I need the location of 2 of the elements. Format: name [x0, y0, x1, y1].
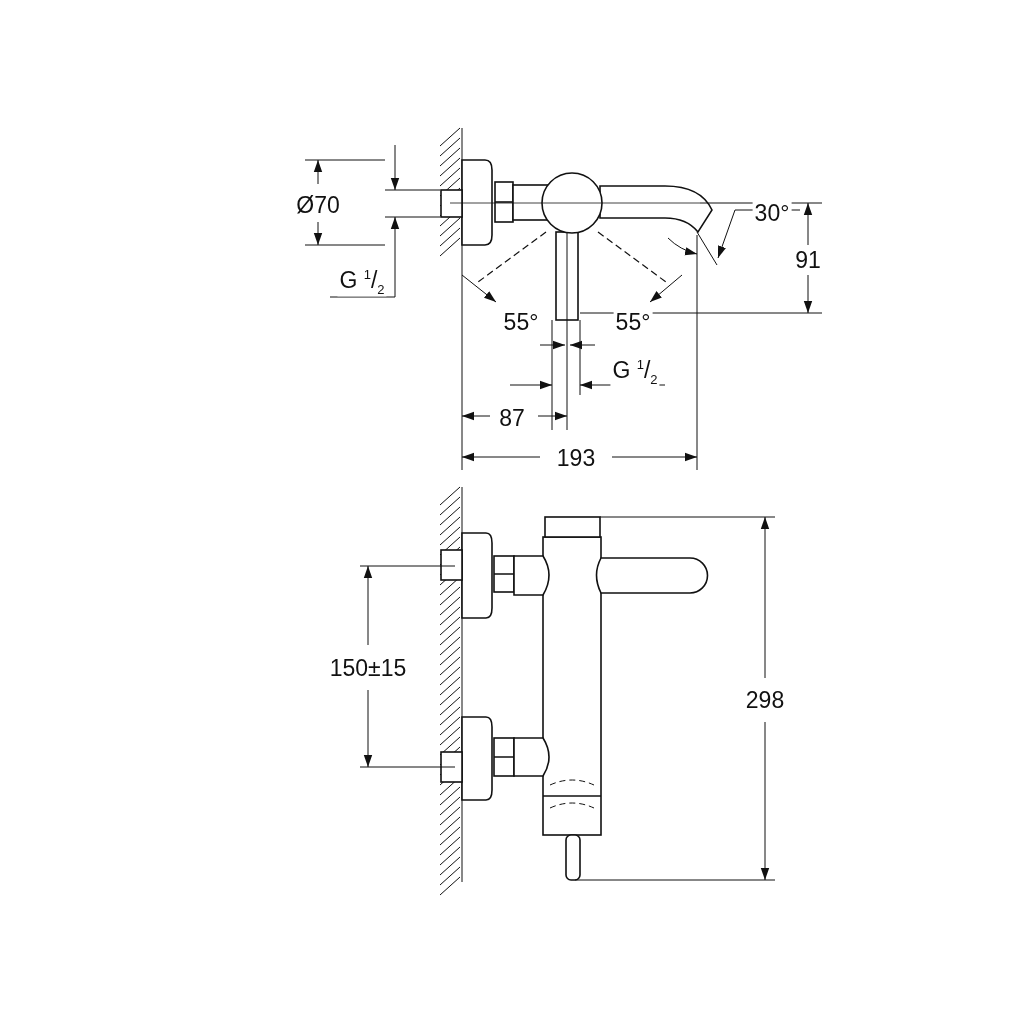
- dimension-label: G $^{1}$/$_{2}$: [337, 267, 387, 297]
- dimension-label: G $^{1}$/$_{2}$: [610, 357, 660, 387]
